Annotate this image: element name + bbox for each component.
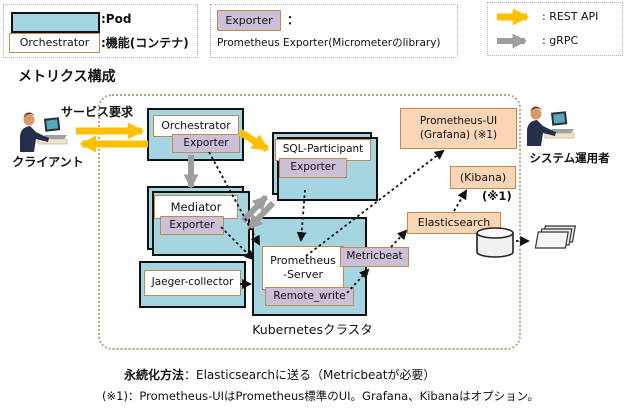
mediator-exporter-label: Exporter (160, 216, 224, 235)
client-person-icon (20, 112, 68, 152)
rest-api-arrow-icon (497, 9, 530, 25)
legend-exporter-box: Exporter (217, 10, 281, 31)
legend-exporter-desc: Prometheus Exporter(Micrometerのlibrary) (217, 37, 441, 49)
prometheus-ui-line2: (Grafana) (※1) (419, 128, 498, 141)
pod-color-swatch (11, 12, 100, 33)
persistence-note-head: 永続化方法 (124, 368, 185, 382)
legend-container-box: Orchestrator (9, 33, 100, 53)
kubernetes-cluster-boundary (98, 94, 521, 350)
legend-pod-container: :Pod Orchestrator :機能(コンテナ) (3, 4, 198, 58)
operator-person-icon (527, 106, 575, 146)
prometheus-ui-line1: Prometheus-UI (419, 115, 498, 128)
database-cylinder-icon (476, 227, 514, 258)
kibana-box: (Kibana) (450, 166, 516, 189)
prometheus-server-line2: -Server (282, 268, 324, 281)
footnote: (※1)：Prometheus-UIはPrometheus標準のUI。Grafa… (102, 389, 539, 403)
legend-grpc-label: : gRPC (542, 34, 579, 47)
service-request-label: サービス要求 (61, 105, 134, 119)
kibana-note: (※1) (482, 189, 512, 203)
client-label: クライアント (12, 155, 84, 169)
sql-participant-exporter-label: Exporter (279, 158, 347, 178)
legend-pod-label: :Pod (101, 12, 132, 26)
remote-write-label: Remote_write (265, 287, 354, 306)
legend-arrows: : REST API : gRPC (487, 2, 623, 56)
prometheus-ui-box: Prometheus-UI (Grafana) (※1) (400, 108, 517, 149)
prometheus-server-line1: Prometheus (270, 253, 336, 267)
operator-label: システム運用者 (529, 151, 610, 165)
legend-rest-api-label: : REST API (542, 10, 599, 23)
orchestrator-exporter-label: Exporter (172, 134, 240, 153)
metricbeat-label: Metricbeat (340, 247, 409, 267)
kubernetes-cluster-label: Kubernetesクラスタ (252, 322, 373, 337)
persistence-note: 永続化方法：Elasticsearchに送る（Metricbeatが必要） (124, 366, 435, 383)
documents-stack-icon (534, 225, 577, 249)
legend-exporter-colon: ： (287, 13, 300, 27)
diagram-title: メトリクス構成 (18, 69, 116, 85)
jaeger-collector-label: Jaeger-collector (144, 270, 241, 296)
legend-container-label: :機能(コンテナ) (101, 36, 189, 50)
grpc-arrow-icon (497, 33, 528, 49)
prometheus-server-label: Prometheus -Server (262, 246, 344, 290)
persistence-note-rest: ：Elasticsearchに送る（Metricbeatが必要） (184, 368, 436, 382)
legend-exporter: Exporter ： Prometheus Exporter(Micromete… (210, 4, 458, 58)
